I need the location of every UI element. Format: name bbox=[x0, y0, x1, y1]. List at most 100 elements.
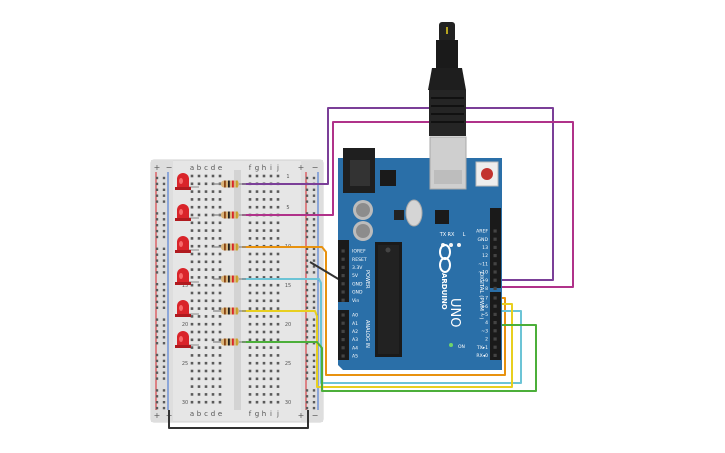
breadboard-hole[interactable] bbox=[255, 237, 259, 240]
breadboard-rail-hole[interactable] bbox=[162, 336, 166, 339]
breadboard-hole[interactable] bbox=[248, 315, 252, 318]
breadboard-hole[interactable] bbox=[276, 252, 280, 256]
breadboard-hole[interactable] bbox=[211, 299, 215, 303]
breadboard-hole[interactable] bbox=[190, 244, 194, 248]
power-header[interactable] bbox=[338, 240, 349, 302]
breadboard-rail-hole[interactable] bbox=[162, 176, 166, 180]
breadboard-hole[interactable] bbox=[276, 221, 280, 225]
breadboard-hole[interactable] bbox=[204, 338, 208, 342]
breadboard-hole[interactable] bbox=[218, 369, 222, 373]
breadboard-rail-hole[interactable] bbox=[312, 371, 316, 374]
breadboard-hole[interactable] bbox=[276, 307, 280, 310]
arduino-uno-board[interactable]: IOREFRESET3.3V5VGNDGNDVinA0A1A2A3A4A5ARE… bbox=[338, 136, 502, 370]
breadboard-hole[interactable] bbox=[190, 260, 194, 264]
breadboard-hole[interactable] bbox=[204, 330, 208, 334]
arduino-pin[interactable] bbox=[493, 329, 497, 333]
breadboard-hole[interactable] bbox=[204, 315, 208, 318]
arduino-pin[interactable] bbox=[493, 245, 497, 249]
breadboard-hole[interactable] bbox=[248, 276, 252, 279]
red-led[interactable] bbox=[175, 236, 199, 253]
breadboard-hole[interactable] bbox=[262, 385, 266, 388]
breadboard-hole[interactable] bbox=[255, 338, 259, 342]
breadboard-hole[interactable] bbox=[262, 229, 266, 232]
breadboard-hole[interactable] bbox=[255, 315, 259, 318]
breadboard-hole[interactable] bbox=[211, 221, 215, 225]
breadboard-hole[interactable] bbox=[190, 377, 194, 381]
breadboard-hole[interactable] bbox=[211, 252, 215, 256]
wire-green[interactable] bbox=[242, 324, 537, 392]
breadboard-rail-hole[interactable] bbox=[162, 182, 166, 186]
breadboard-hole[interactable] bbox=[218, 174, 222, 178]
arduino-pin[interactable] bbox=[341, 282, 345, 286]
breadboard-rail-hole[interactable] bbox=[305, 306, 309, 309]
breadboard-hole[interactable] bbox=[262, 299, 266, 303]
breadboard-hole[interactable] bbox=[211, 377, 215, 381]
breadboard-hole[interactable] bbox=[262, 393, 266, 396]
breadboard-hole[interactable] bbox=[269, 190, 273, 193]
breadboard-hole[interactable] bbox=[218, 244, 222, 248]
breadboard-hole[interactable] bbox=[204, 291, 208, 295]
breadboard-hole[interactable] bbox=[218, 276, 222, 279]
breadboard-hole[interactable] bbox=[204, 213, 208, 217]
analog-header[interactable] bbox=[338, 310, 349, 360]
breadboard-hole[interactable] bbox=[269, 198, 273, 201]
arduino-pin[interactable] bbox=[341, 329, 345, 333]
breadboard-hole[interactable] bbox=[204, 400, 208, 404]
breadboard-rail-hole[interactable] bbox=[312, 247, 316, 250]
breadboard-hole[interactable] bbox=[269, 229, 273, 232]
breadboard-hole[interactable] bbox=[218, 346, 222, 349]
breadboard-rail-hole[interactable] bbox=[155, 271, 159, 274]
breadboard-hole[interactable] bbox=[269, 322, 273, 326]
breadboard-hole[interactable] bbox=[262, 354, 266, 357]
breadboard-hole[interactable] bbox=[255, 393, 259, 396]
breadboard-hole[interactable] bbox=[190, 237, 194, 240]
breadboard-hole[interactable] bbox=[255, 354, 259, 357]
breadboard-hole[interactable] bbox=[204, 307, 208, 310]
arduino-pin[interactable] bbox=[493, 270, 497, 274]
breadboard-hole[interactable] bbox=[262, 237, 266, 240]
breadboard-hole[interactable] bbox=[211, 369, 215, 373]
resistor[interactable] bbox=[213, 307, 246, 315]
breadboard-rail-hole[interactable] bbox=[162, 306, 166, 309]
breadboard-rail-hole[interactable] bbox=[162, 194, 166, 197]
breadboard-rail-hole[interactable] bbox=[162, 224, 166, 227]
breadboard-hole[interactable] bbox=[218, 283, 222, 287]
breadboard-hole[interactable] bbox=[190, 229, 194, 232]
arduino-pin[interactable] bbox=[341, 321, 345, 325]
breadboard-rail-hole[interactable] bbox=[305, 330, 309, 333]
breadboard-hole[interactable] bbox=[276, 377, 280, 381]
breadboard-hole[interactable] bbox=[248, 400, 252, 404]
breadboard-rail-hole[interactable] bbox=[312, 324, 316, 327]
breadboard-rail-hole[interactable] bbox=[312, 395, 316, 398]
arduino-pin[interactable] bbox=[341, 290, 345, 294]
breadboard-hole[interactable] bbox=[276, 229, 280, 232]
breadboard-rail-hole[interactable] bbox=[155, 406, 159, 410]
breadboard-hole[interactable] bbox=[255, 283, 259, 287]
arduino-pin[interactable] bbox=[493, 262, 497, 266]
breadboard-rail-hole[interactable] bbox=[155, 200, 159, 203]
breadboard-rail-hole[interactable] bbox=[162, 247, 166, 250]
breadboard-rail-hole[interactable] bbox=[155, 235, 159, 239]
breadboard-hole[interactable] bbox=[262, 221, 266, 225]
breadboard-rail-hole[interactable] bbox=[312, 176, 316, 180]
breadboard-hole[interactable] bbox=[262, 205, 266, 209]
breadboard-hole[interactable] bbox=[269, 283, 273, 287]
breadboard-hole[interactable] bbox=[276, 299, 280, 303]
breadboard-rail-hole[interactable] bbox=[155, 389, 159, 392]
breadboard-hole[interactable] bbox=[211, 237, 215, 240]
breadboard-rail-hole[interactable] bbox=[162, 365, 166, 368]
breadboard-hole[interactable] bbox=[197, 198, 201, 201]
breadboard-rail-hole[interactable] bbox=[312, 194, 316, 197]
breadboard-rail-hole[interactable] bbox=[305, 218, 309, 221]
wire-orange[interactable] bbox=[242, 246, 506, 376]
breadboard-hole[interactable] bbox=[269, 237, 273, 240]
reset-button-cap[interactable] bbox=[481, 168, 493, 180]
breadboard-hole[interactable] bbox=[269, 276, 273, 279]
breadboard-hole[interactable] bbox=[204, 354, 208, 357]
breadboard-rail-hole[interactable] bbox=[305, 283, 309, 286]
breadboard-holes[interactable] bbox=[155, 174, 316, 410]
breadboard-rail-hole[interactable] bbox=[155, 253, 159, 256]
breadboard-rail-hole[interactable] bbox=[305, 176, 309, 180]
breadboard-hole[interactable] bbox=[197, 276, 201, 279]
breadboard-hole[interactable] bbox=[262, 346, 266, 349]
